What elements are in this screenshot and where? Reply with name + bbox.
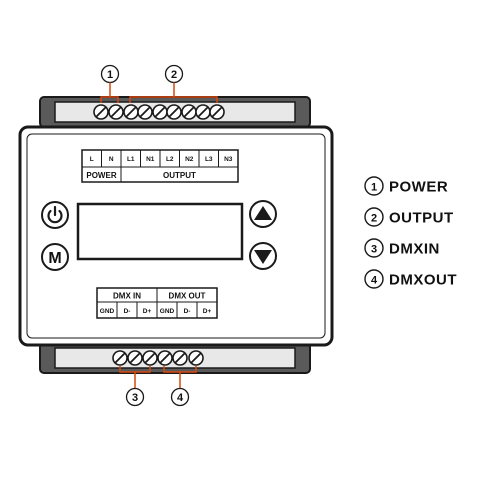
legend: 1 POWER 2 OUTPUT 3 DMXIN 4 DMXOUT: [364, 176, 457, 289]
legend-label: DMXOUT: [389, 272, 457, 289]
svg-text:1: 1: [107, 69, 113, 81]
legend-number: 1: [371, 182, 377, 194]
screw-terminal: [209, 104, 225, 120]
screw-terminal: [108, 104, 124, 120]
power-group-label: POWER: [86, 171, 116, 180]
legend-item: 4 DMXOUT: [364, 269, 457, 289]
legend-item: 2 OUTPUT: [364, 207, 454, 227]
screw-terminal: [127, 350, 143, 366]
svg-text:3: 3: [132, 392, 138, 404]
top-screw-terminals: [93, 104, 225, 120]
terminal-label: L1: [127, 156, 135, 163]
legend-number: 2: [371, 213, 377, 225]
screw-terminal: [172, 350, 188, 366]
legend-number: 4: [371, 275, 378, 287]
up-arrow-icon: [254, 206, 272, 220]
terminal-label: D-: [184, 308, 191, 315]
screw-terminal: [142, 350, 158, 366]
screw-terminal: [152, 104, 168, 120]
terminal-label: D+: [203, 308, 212, 315]
mode-icon: M: [48, 250, 61, 267]
mode-button[interactable]: M: [41, 243, 69, 271]
terminal-label: N3: [224, 156, 233, 163]
terminal-label: D+: [143, 308, 152, 315]
bottom-screw-terminals: [112, 350, 204, 366]
terminal-label: GND: [160, 308, 175, 315]
terminal-label: N2: [185, 156, 194, 163]
terminal-label: GND: [100, 308, 115, 315]
callout-2: 2: [129, 64, 218, 103]
power-button[interactable]: [41, 201, 69, 229]
down-button[interactable]: [249, 242, 277, 270]
terminal-label: L: [90, 156, 94, 163]
terminal-label: N: [109, 156, 114, 163]
screw-terminal: [181, 104, 197, 120]
dmx-label-table: GND D- D+ GND D- D+ DMX IN DMX OUT: [96, 287, 218, 319]
svg-text:2: 2: [171, 69, 177, 81]
up-button[interactable]: [249, 200, 277, 228]
callout-1: 1: [100, 64, 120, 103]
output-group-label: OUTPUT: [163, 171, 196, 180]
legend-label: POWER: [389, 179, 448, 196]
screw-terminal: [166, 104, 182, 120]
screw-terminal: [157, 350, 173, 366]
terminal-label: L3: [205, 156, 213, 163]
lcd-display: [76, 202, 244, 261]
svg-text:4: 4: [177, 392, 184, 404]
down-arrow-icon: [254, 250, 272, 264]
screw-terminal: [195, 104, 211, 120]
legend-label: OUTPUT: [389, 210, 454, 227]
callout-3: 3: [119, 366, 151, 407]
dmx-in-group-label: DMX IN: [113, 292, 141, 301]
screw-terminal: [93, 104, 109, 120]
screw-terminal: [123, 104, 139, 120]
legend-label: DMXIN: [389, 241, 440, 258]
legend-item: 3 DMXIN: [364, 238, 440, 258]
callout-4: 4: [163, 366, 197, 407]
screw-terminal: [112, 350, 128, 366]
terminal-label: L2: [166, 156, 174, 163]
dmx-out-group-label: DMX OUT: [169, 292, 206, 301]
screw-terminal: [137, 104, 153, 120]
screw-terminal: [188, 350, 204, 366]
legend-number: 3: [371, 244, 377, 256]
terminal-label: N1: [146, 156, 155, 163]
legend-item: 1 POWER: [364, 176, 448, 196]
output-label-table: L N L1 N1 L2 N2 L3 N3 POWER OUTPUT: [81, 149, 239, 183]
terminal-label: D-: [124, 308, 131, 315]
power-icon: [47, 205, 63, 224]
